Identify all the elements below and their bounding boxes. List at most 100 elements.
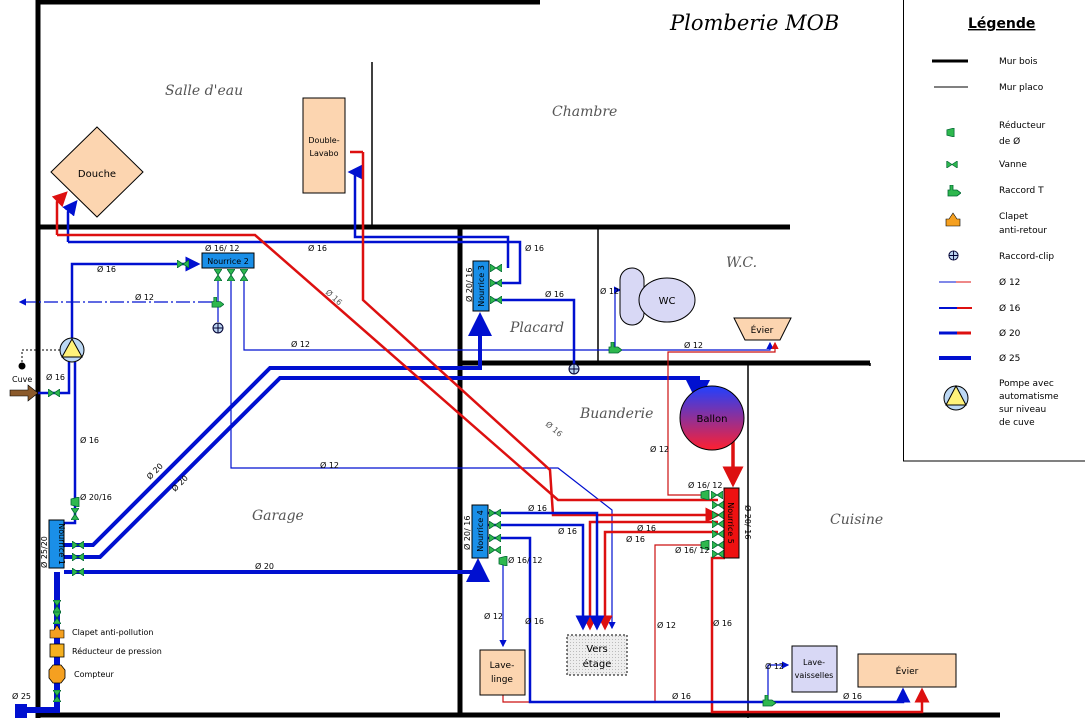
pipe-label: Ø 20/ 16 [743, 505, 753, 539]
valve-icon[interactable] [177, 260, 189, 268]
lave-linge[interactable]: Lave- linge [479, 649, 526, 696]
nourrice-2[interactable]: Nourrice 2 [201, 252, 255, 269]
svg-text:Mur bois: Mur bois [999, 57, 1038, 67]
valve-icon[interactable] [71, 508, 79, 520]
pipe-label: Ø 16 [843, 691, 862, 701]
legend-title: Légende [968, 16, 1035, 32]
pipe-label: Ø 25 [12, 691, 31, 701]
label-compteur: Compteur [74, 670, 114, 679]
pipe-label: Ø 16 [545, 289, 564, 299]
svg-text:Lave-: Lave- [490, 661, 515, 671]
valve-icon[interactable] [227, 269, 235, 281]
svg-text:Ballon: Ballon [696, 414, 727, 425]
vers-etage[interactable]: Vers étage [566, 634, 628, 676]
valve-icon[interactable] [214, 269, 222, 281]
pipe-label: Ø 20/ 16 [464, 268, 474, 302]
valve-icon[interactable] [489, 546, 501, 554]
svg-text:Lavabo: Lavabo [310, 149, 339, 158]
room-buanderie: Buanderie [579, 406, 653, 422]
valve-icon[interactable] [489, 521, 501, 529]
pipe-label: Ø 16 [544, 419, 565, 439]
pipe-label: Ø 16 [525, 243, 544, 253]
room-wc: W.C. [726, 255, 757, 271]
svg-text:Double-: Double- [308, 136, 339, 145]
pipe-label: Ø 12 [650, 444, 669, 454]
pipe-label: Ø 16 [558, 526, 577, 536]
svg-text:Clapet: Clapet [999, 212, 1029, 222]
valve-icon[interactable] [712, 511, 724, 519]
svg-text:Nourrice 2: Nourrice 2 [207, 257, 249, 266]
water-meter-icon [48, 664, 66, 684]
valve-icon[interactable] [489, 509, 501, 517]
room-cuisine: Cuisine [830, 512, 883, 528]
ballon-water-heater[interactable]: Ballon [679, 385, 745, 451]
valve-icon[interactable] [72, 541, 84, 549]
evier-wc[interactable]: Évier [733, 317, 792, 341]
svg-text:Ø 12: Ø 12 [999, 277, 1020, 288]
valve-icon[interactable] [489, 534, 501, 542]
double-lavabo[interactable]: Double- Lavabo [302, 97, 346, 194]
svg-text:vaisselles: vaisselles [795, 671, 834, 680]
pipe-label: Ø 20 [255, 561, 274, 571]
pipe-label: Ø 16 [97, 264, 116, 274]
douche[interactable]: Douche [50, 126, 144, 218]
pipe-label: Ø 12 [291, 339, 310, 349]
valve-icon[interactable] [48, 389, 60, 397]
tee-fitting-icon [762, 695, 776, 707]
svg-text:WC: WC [659, 296, 676, 307]
pipes [18, 150, 930, 714]
valve-icon[interactable] [490, 296, 502, 304]
room-placard: Placard [509, 320, 564, 336]
valve-icon[interactable] [72, 568, 84, 576]
valve-icon[interactable] [490, 264, 502, 272]
nourrice-3[interactable]: Nourrice 3 [472, 260, 490, 312]
valve-icon[interactable] [711, 491, 723, 499]
svg-text:Nourrice 5: Nourrice 5 [726, 502, 735, 544]
pipe-label: Ø 20/16 [80, 492, 112, 502]
valve-icon[interactable] [712, 541, 724, 549]
check-valve-icon [945, 212, 961, 227]
label-clapet-anti-pollution: Clapet anti-pollution [72, 628, 153, 637]
pipe-label: Ø 12 [765, 661, 784, 671]
svg-text:Douche: Douche [78, 169, 116, 180]
pipe-label: Ø 12 [135, 292, 154, 302]
walls [35, 0, 1000, 718]
nourrice-5[interactable]: Nourrice 5 [723, 487, 740, 559]
pipe-label: Ø 16 [46, 372, 65, 382]
legend: Légende Mur bois Mur placo Réducteur de … [903, 0, 1085, 462]
svg-text:Mur placo: Mur placo [999, 83, 1044, 93]
page-title: Plomberie MOB [669, 11, 839, 35]
svg-text:Pompe avec: Pompe avec [999, 379, 1054, 389]
svg-text:anti-retour: anti-retour [999, 226, 1047, 236]
pipe-label: Ø 16/ 12 [688, 480, 722, 490]
label-cuve: Cuve [12, 375, 32, 384]
svg-text:sur niveau: sur niveau [999, 405, 1046, 415]
valve-icon[interactable] [240, 269, 248, 281]
svg-text:Réducteur: Réducteur [999, 120, 1046, 131]
valve-icon[interactable] [712, 501, 724, 509]
pipe-label: Ø 12 [657, 620, 676, 630]
valve-icon[interactable] [490, 279, 502, 287]
lave-vaisselles[interactable]: Lave- vaisselles [791, 645, 838, 693]
svg-text:Ø 16: Ø 16 [999, 303, 1021, 314]
svg-text:Ø 25: Ø 25 [999, 353, 1020, 364]
tank-inlet-arrow-icon [9, 384, 39, 402]
room-garage: Garage [252, 508, 304, 524]
nourrice-4[interactable]: Nourrice 4 [471, 504, 489, 559]
pipe-label: Ø 16 [525, 616, 544, 626]
reducer-icon [498, 556, 508, 566]
pump-icon[interactable] [59, 337, 85, 363]
valve-icon[interactable] [72, 553, 84, 561]
evier-cuisine[interactable]: Évier [857, 653, 957, 688]
nourrice-1[interactable]: Nourrice 1 [48, 519, 66, 569]
pipe-label: Ø 12 [484, 611, 503, 621]
svg-text:Évier: Évier [896, 665, 919, 677]
svg-text:Nourrice 3: Nourrice 3 [477, 265, 486, 307]
pipe-label: Ø 16 [626, 534, 645, 544]
svg-text:Raccord T: Raccord T [999, 186, 1044, 196]
pipe-label: Ø 16/ 12 [675, 545, 709, 555]
wc-toilet[interactable]: WC [619, 267, 696, 326]
clip-fitting-icon [948, 250, 959, 261]
reducer-icon [70, 497, 80, 507]
